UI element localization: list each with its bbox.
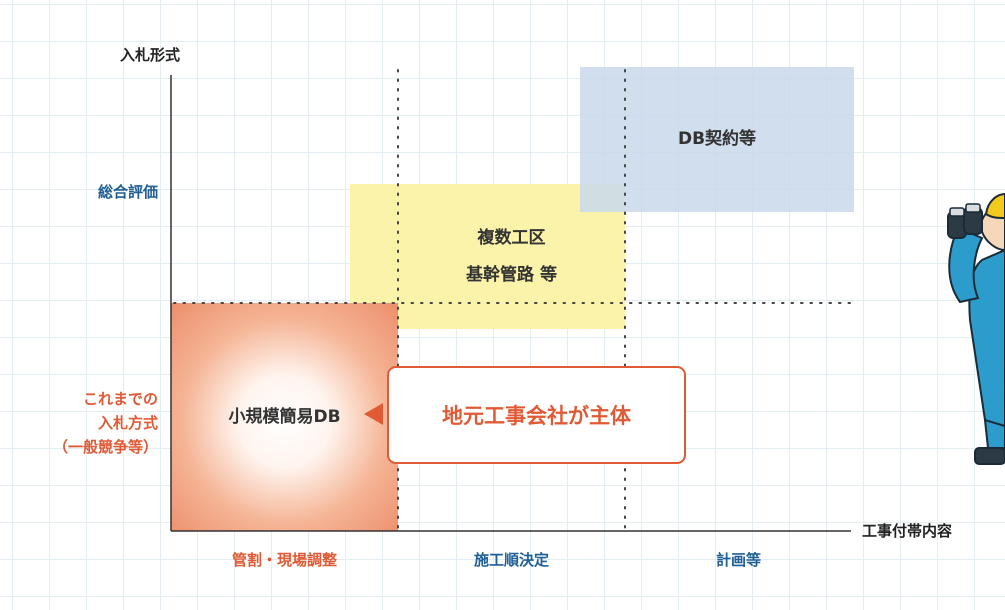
multi-section-label: 複数工区 基幹管路 等 [398, 220, 625, 294]
x-label-construction-order: 施工順決定 [473, 551, 549, 569]
callout-text: 地元工事会社が主体 [442, 404, 631, 428]
x-label-planning: 計画等 [715, 551, 761, 569]
y-label-line-3: （一般競争等） [52, 438, 158, 456]
small-db-box [171, 303, 398, 531]
callout-arrow-icon [364, 403, 383, 425]
multi-section-line-2: 基幹管路 等 [466, 265, 557, 285]
y-axis-title: 入札形式 [120, 46, 181, 64]
callout-box: 地元工事会社が主体 [387, 366, 686, 464]
y-label-conventional: これまでの 入札方式 （一般競争等） [20, 387, 158, 459]
db-contract-label: DB契約等 [677, 129, 757, 149]
x-axis-title: 工事付帯内容 [862, 522, 953, 540]
y-label-line-2: 入札方式 [97, 414, 158, 432]
y-label-comprehensive: 総合評価 [97, 183, 158, 201]
y-label-line-1: これまでの [82, 390, 158, 408]
worker-with-binoculars-illustration [947, 192, 1005, 465]
x-label-coordination: 管割・現場調整 [231, 551, 337, 569]
small-db-label: 小規模簡易DB [228, 407, 341, 427]
multi-section-line-1: 複数工区 [477, 228, 546, 248]
